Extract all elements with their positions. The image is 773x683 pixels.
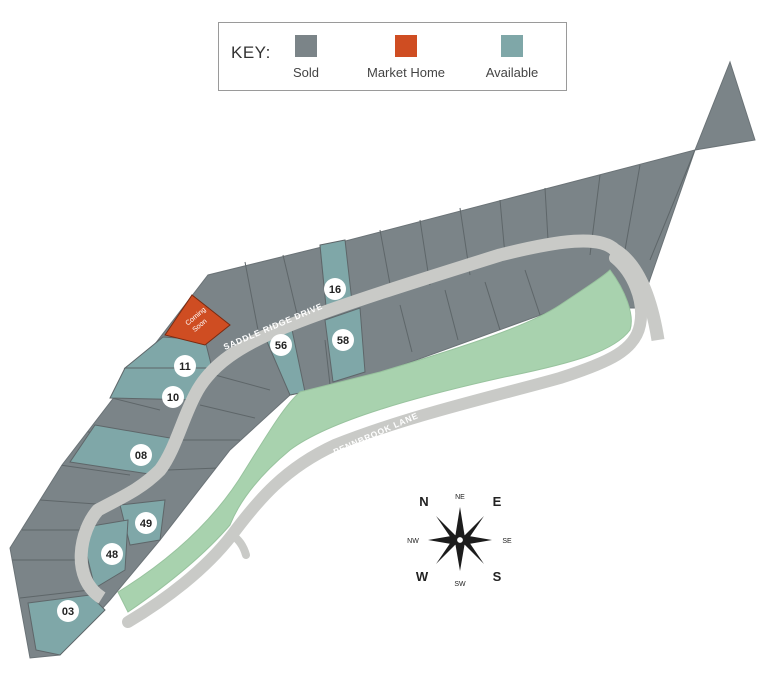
lot-16-number: 16 (329, 284, 341, 296)
lot-10-number: 10 (167, 392, 179, 404)
legend-title: KEY: (231, 43, 271, 62)
lot-48-number: 48 (106, 549, 118, 561)
pennbrook-lane-stub (228, 531, 250, 559)
lot-58-number: 58 (337, 335, 349, 347)
lot-58[interactable]: 58 (332, 329, 354, 351)
legend-label-market-home: Market Home (366, 65, 446, 80)
compass-se: SE (502, 538, 512, 545)
legend-label-available: Available (485, 65, 539, 80)
park-green-space (117, 269, 632, 613)
legend-swatch-sold (295, 35, 317, 57)
lot-48[interactable]: 48 (101, 543, 123, 565)
compass-ne: NE (455, 494, 465, 501)
compass-s: S (493, 569, 502, 584)
compass-nw: NW (407, 538, 419, 545)
lot-16[interactable]: 16 (324, 278, 346, 300)
compass-rose-icon: N NE E NW SE W SW S (407, 494, 512, 588)
legend-swatch-available (501, 35, 523, 57)
lot-56[interactable]: 56 (270, 334, 292, 356)
legend-swatch-market-home (395, 35, 417, 57)
saddle-ridge-drive-road (74, 234, 665, 604)
market-home-lot (164, 294, 231, 346)
legend-label-sold: Sold (292, 65, 320, 80)
lot-03-number: 03 (62, 606, 74, 618)
lot-56-number: 56 (275, 340, 287, 352)
map-legend: KEY: Sold Market Home Available (218, 22, 567, 91)
lot-03-shape (27, 594, 106, 656)
lot-03[interactable]: 03 (57, 600, 79, 622)
lot-11[interactable]: 11 (174, 355, 196, 377)
lot-49-number: 49 (140, 518, 152, 530)
compass-sw: SW (454, 581, 466, 588)
compass-n: N (419, 494, 428, 509)
legend-item-market-home: Market Home (351, 35, 461, 80)
legend-item-available: Available (457, 35, 567, 80)
lot-11-number: 11 (179, 361, 191, 373)
legend-item-sold: Sold (251, 35, 361, 80)
compass-w: W (416, 569, 429, 584)
lot-08-number: 08 (135, 450, 147, 462)
lot-10[interactable]: 10 (162, 386, 184, 408)
lot-49[interactable]: 49 (135, 512, 157, 534)
pennbrook-lane-road (122, 252, 648, 628)
compass-e: E (493, 494, 502, 509)
lot-08[interactable]: 08 (130, 444, 152, 466)
